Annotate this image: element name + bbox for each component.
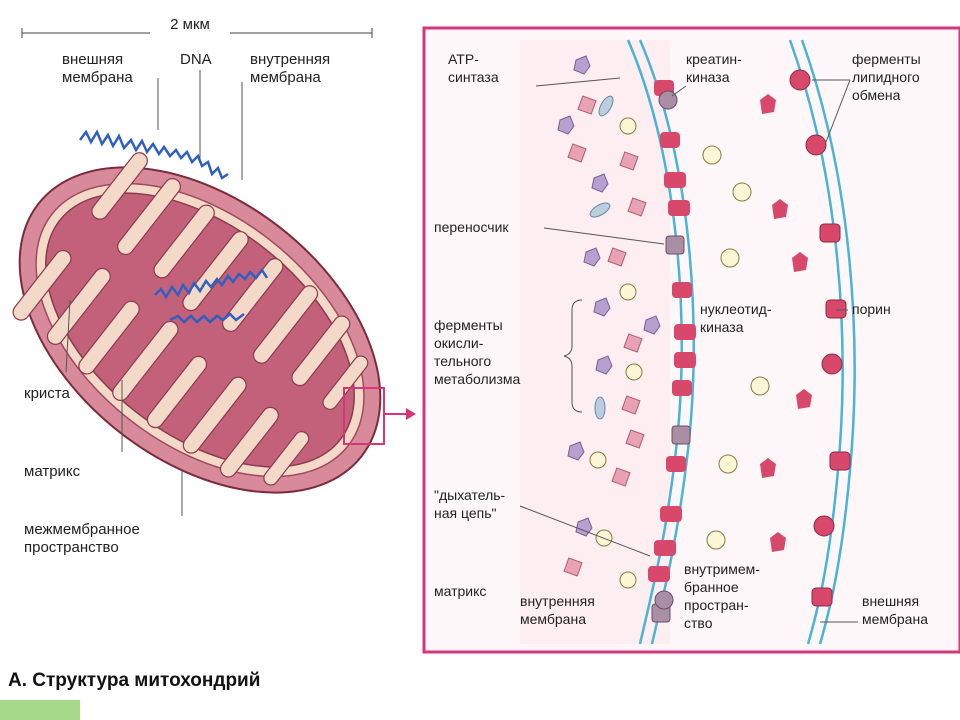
label-crista: криста	[24, 385, 70, 402]
outer-membrane-proteins	[789, 69, 851, 607]
intermembrane-items	[702, 94, 812, 552]
label-outer-membrane-2: мембрана	[62, 69, 133, 86]
label-lipid-enzymes-3: обмена	[852, 87, 901, 103]
matrix-region	[520, 40, 670, 644]
label-creatine-kinase-2: киназа	[686, 69, 730, 85]
carrier-proteins	[651, 90, 691, 623]
zoom-box	[343, 387, 385, 445]
label-resp-chain-2: ная цепь"	[434, 505, 497, 521]
zoom-arrow-head	[406, 408, 416, 420]
label-creatine-kinase-1: креатин-	[686, 51, 742, 67]
label-matrix-right: матрикс	[434, 583, 486, 599]
label-inner-membrane-right-2: мембрана	[520, 611, 586, 627]
scale-label: 2 мкм	[170, 16, 210, 33]
right-labels: ATP- синтаза креатин- киназа ферменты ли…	[434, 51, 928, 631]
label-inner-membrane-right-1: внутренняя	[520, 593, 595, 609]
label-resp-chain-1: "дыхатель-	[434, 487, 506, 503]
label-inner-membrane-2: мембрана	[250, 69, 321, 86]
label-intermembrane-2: пространство	[24, 539, 119, 556]
label-lipid-enzymes-1: ферменты	[852, 51, 921, 67]
cristae	[12, 152, 369, 486]
label-outer-membrane-1: внешняя	[62, 51, 123, 68]
dna-strand-1	[79, 129, 229, 180]
inner-membrane-proteins	[648, 80, 696, 582]
label-intermembrane-1: межмембранное	[24, 521, 140, 538]
label-atp-synthase-1: ATP-	[448, 51, 479, 67]
oxidative-bracket	[563, 299, 583, 413]
label-carrier: переносчик	[434, 219, 509, 235]
label-intermembrane-right-4: ство	[684, 615, 713, 631]
label-nucleotide-kinase-2: киназа	[700, 319, 744, 335]
label-intermembrane-right-2: бранное	[684, 579, 739, 595]
label-dna: DNA	[180, 51, 212, 68]
label-outer-membrane-right-1: внешняя	[862, 593, 919, 609]
label-oxidative-enzymes-1: ферменты	[434, 317, 503, 333]
mitochondrion-illustration	[12, 129, 382, 494]
left-labels: внешняя мембрана DNA внутренняя мембрана…	[24, 51, 330, 556]
label-porin: порин	[852, 301, 891, 317]
figure-caption: А. Структура митохондрий	[8, 670, 260, 691]
label-outer-membrane-right-2: мембрана	[862, 611, 928, 627]
label-oxidative-enzymes-3: тельного	[434, 353, 491, 369]
label-inner-membrane-1: внутренняя	[250, 51, 330, 68]
label-oxidative-enzymes-2: окисли-	[434, 335, 484, 351]
label-atp-synthase-2: синтаза	[448, 69, 499, 85]
label-oxidative-enzymes-4: метаболизма	[434, 371, 521, 387]
label-intermembrane-right-3: простран-	[684, 597, 749, 613]
dna-strand-2	[154, 267, 269, 324]
label-lipid-enzymes-2: липидного	[852, 69, 920, 85]
matrix-items	[557, 55, 661, 589]
label-matrix: матрикс	[24, 463, 81, 480]
scale-bar: 2 мкм	[21, 14, 373, 38]
corner-tab	[0, 700, 80, 720]
label-intermembrane-right-1: внутримем-	[684, 561, 760, 577]
label-nucleotide-kinase-1: нуклеотид-	[700, 301, 772, 317]
